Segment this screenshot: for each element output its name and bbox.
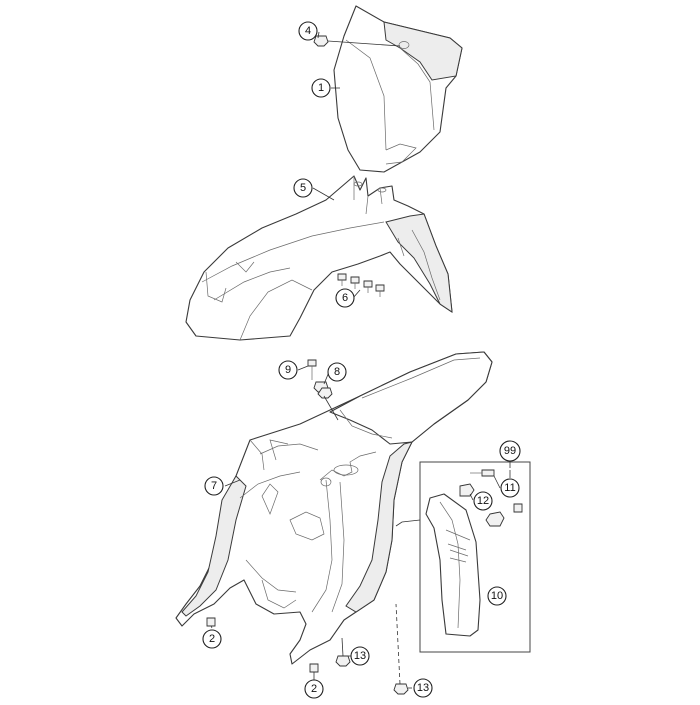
callout-10-label: 10 (491, 590, 503, 602)
part-number-plate (333, 5, 463, 173)
part-screw-9-nut-8 (307, 359, 339, 421)
callout-5-label: 5 (300, 182, 306, 194)
callout-1: 1 (311, 78, 331, 98)
part-mud-flap-10 (425, 493, 481, 637)
callout-7-label: 7 (211, 480, 217, 492)
callout-7: 7 (204, 476, 224, 496)
callout-99-label: 99 (504, 445, 516, 457)
callout-5: 5 (293, 178, 313, 198)
callout-2-left: 2 (202, 629, 222, 649)
callout-1-label: 1 (318, 82, 324, 94)
callout-99: 99 (499, 440, 521, 462)
callout-13-upper: 13 (350, 646, 370, 666)
callout-13-upper-label: 13 (354, 650, 366, 662)
callout-11-label: 11 (504, 482, 515, 494)
callout-12: 12 (473, 491, 493, 511)
callout-6-label: 6 (342, 292, 348, 304)
callout-2-bottom: 2 (304, 679, 324, 699)
callout-12-label: 12 (477, 495, 489, 507)
part-screw-4 (313, 35, 401, 47)
callout-9-label: 9 (285, 364, 291, 376)
part-rear-fender (175, 351, 493, 665)
callout-13-lower: 13 (413, 678, 433, 698)
callout-8-label: 8 (334, 366, 340, 378)
part-hardware-11-12 (459, 469, 523, 527)
callout-2-bottom-label: 2 (311, 683, 317, 695)
callout-9: 9 (278, 360, 298, 380)
callout-8: 8 (327, 362, 347, 382)
callout-13-lower-label: 13 (417, 682, 429, 694)
part-screws-13 (335, 603, 409, 695)
callout-11: 11 (500, 478, 520, 498)
part-screws-2 (206, 617, 319, 673)
callout-10: 10 (487, 586, 507, 606)
callout-4-label: 4 (305, 25, 311, 37)
callout-4: 4 (298, 21, 318, 41)
part-front-fender (185, 175, 453, 341)
part-screws-6 (337, 273, 385, 297)
callout-2-left-label: 2 (209, 633, 215, 645)
callout-6: 6 (335, 288, 355, 308)
